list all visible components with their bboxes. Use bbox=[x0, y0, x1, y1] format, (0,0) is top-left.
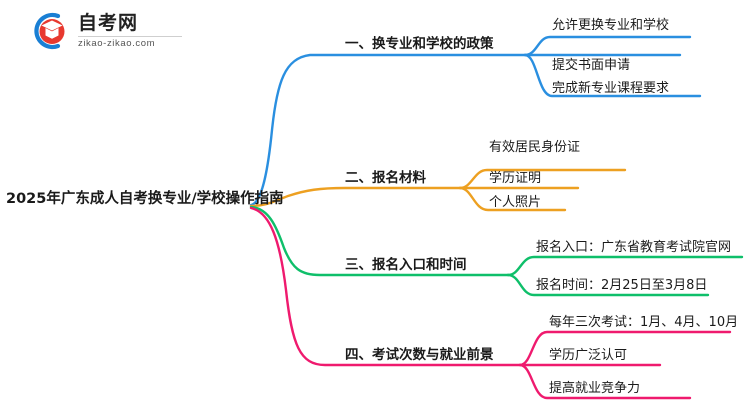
mindmap-root-label: 2025年广东成人自考换专业/学校操作指南 bbox=[6, 191, 284, 207]
leaf-label-2-2: 学历证明 bbox=[489, 171, 542, 186]
leaf-label-3-2: 报名时间：2月25日至3月8日 bbox=[536, 278, 708, 293]
leaf-label-2-3: 个人照片 bbox=[489, 195, 542, 210]
logo-text: 自考网 zikao-zikao.com bbox=[78, 11, 182, 49]
leaf-label-3-1: 报名入口：广东省教育考试院官网 bbox=[536, 240, 732, 255]
zikao-logo-mark bbox=[28, 11, 72, 51]
branch-3-connector bbox=[249, 205, 744, 297]
branch-label-4: 四、考试次数与就业前景 bbox=[345, 347, 494, 363]
logo-title: 自考网 bbox=[78, 11, 139, 34]
leaf-label-4-2: 学历广泛认可 bbox=[549, 348, 628, 363]
leaf-label-4-1: 每年三次考试：1月、4月、10月 bbox=[549, 315, 739, 330]
leaf-label-2-1: 有效居民身份证 bbox=[489, 140, 581, 155]
leaf-label-1-2: 提交书面申请 bbox=[552, 58, 631, 73]
logo-domain: zikao-zikao.com bbox=[78, 37, 156, 49]
branch-label-3: 三、报名入口和时间 bbox=[345, 257, 467, 273]
branch-label-2: 二、报名材料 bbox=[345, 170, 426, 186]
leaf-label-4-3: 提高就业竞争力 bbox=[549, 381, 641, 396]
site-logo: 自考网 zikao-zikao.com bbox=[28, 8, 208, 54]
branch-label-1: 一、换专业和学校的政策 bbox=[345, 36, 494, 52]
branch-2-connector bbox=[249, 168, 627, 212]
branch-4-connector bbox=[249, 206, 732, 400]
leaf-label-1-1: 允许更换专业和学校 bbox=[552, 18, 670, 33]
branch-1-connector bbox=[249, 35, 702, 207]
logo-divider bbox=[78, 35, 182, 37]
leaf-label-1-3: 完成新专业课程要求 bbox=[552, 81, 670, 96]
